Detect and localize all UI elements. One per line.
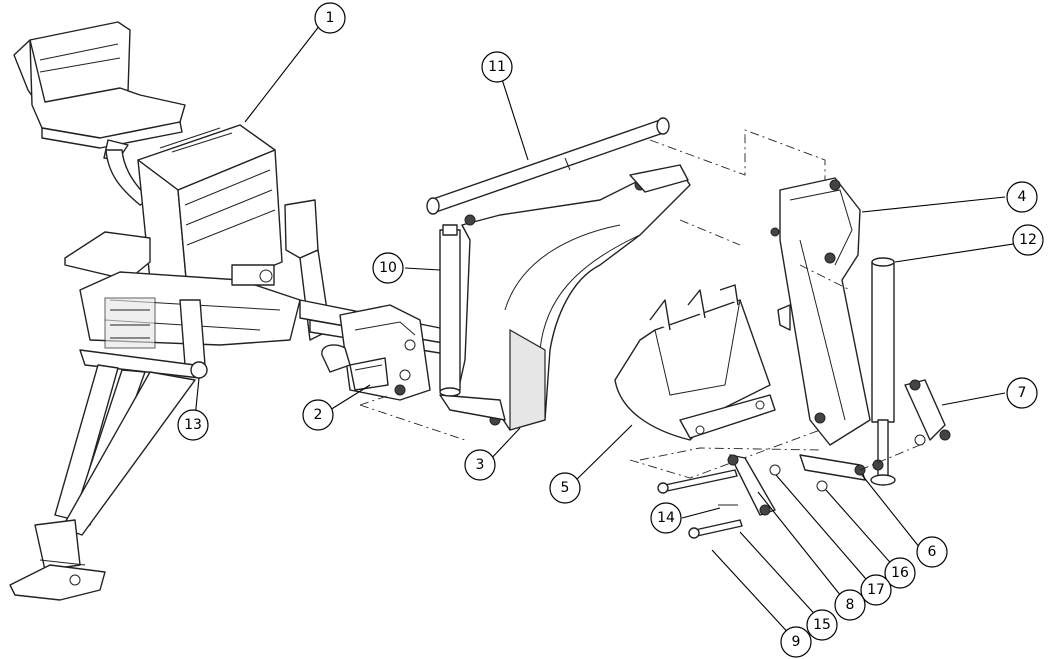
callout-circle: [302, 399, 334, 431]
pivot-rod: [426, 117, 826, 215]
callout-13: 13: [177, 409, 209, 441]
callout-label: 9: [792, 634, 801, 650]
callout-circle: [314, 2, 346, 34]
callout-17: 17: [860, 574, 892, 606]
callout-label: 16: [891, 565, 909, 581]
callout-label: 13: [184, 417, 202, 433]
callout-3: 3: [464, 449, 496, 481]
main-frame: [9, 124, 331, 601]
callout-label: 7: [1018, 385, 1027, 401]
callout-label: 14: [657, 510, 675, 526]
callout-circle: [806, 609, 838, 641]
callout-15: 15: [806, 609, 838, 641]
callout-label: 12: [1019, 232, 1037, 248]
callout-label: 5: [561, 480, 570, 496]
callout-circle: [549, 472, 581, 504]
callout-label: 15: [813, 617, 831, 633]
callout-1: 1: [314, 2, 346, 34]
callout-9: 9: [780, 626, 812, 658]
callout-circle: [780, 626, 812, 658]
callout-circle: [481, 51, 513, 83]
callout-label: 1: [326, 10, 335, 26]
callout-7: 7: [1006, 377, 1038, 409]
stick-cylinder: [870, 257, 896, 486]
callout-14: 14: [650, 502, 682, 534]
swing-bracket: [321, 304, 466, 441]
callout-circle: [834, 589, 866, 621]
callout-circle: [177, 409, 209, 441]
boom-cylinder: [439, 224, 461, 397]
callout-circle: [650, 502, 682, 534]
callout-label: 4: [1018, 189, 1027, 205]
callout-label: 3: [476, 457, 485, 473]
callout-label: 2: [314, 407, 323, 423]
callout-16: 16: [884, 557, 916, 589]
callout-11: 11: [481, 51, 513, 83]
callout-10: 10: [372, 252, 404, 284]
callout-12: 12: [1012, 224, 1044, 256]
callout-circle: [464, 449, 496, 481]
bucket: [614, 284, 821, 479]
leader-lines: [194, 24, 1041, 639]
callout-circle: [884, 557, 916, 589]
callout-8: 8: [834, 589, 866, 621]
callout-circle: [860, 574, 892, 606]
callout-circle: [916, 536, 948, 568]
callout-label: 17: [867, 582, 885, 598]
callout-circle: [1006, 377, 1038, 409]
callout-4: 4: [1006, 181, 1038, 213]
callout-label: 10: [379, 260, 397, 276]
callout-circle: [1012, 224, 1044, 256]
callout-label: 8: [846, 597, 855, 613]
callout-label: 11: [488, 59, 506, 75]
boom: [439, 164, 691, 431]
callout-6: 6: [916, 536, 948, 568]
dipper-stick: [679, 177, 871, 446]
callout-5: 5: [549, 472, 581, 504]
operator-seat: [13, 21, 186, 206]
callout-2: 2: [302, 399, 334, 431]
callout-circle: [372, 252, 404, 284]
callout-circle: [1006, 181, 1038, 213]
callout-label: 6: [928, 544, 937, 560]
